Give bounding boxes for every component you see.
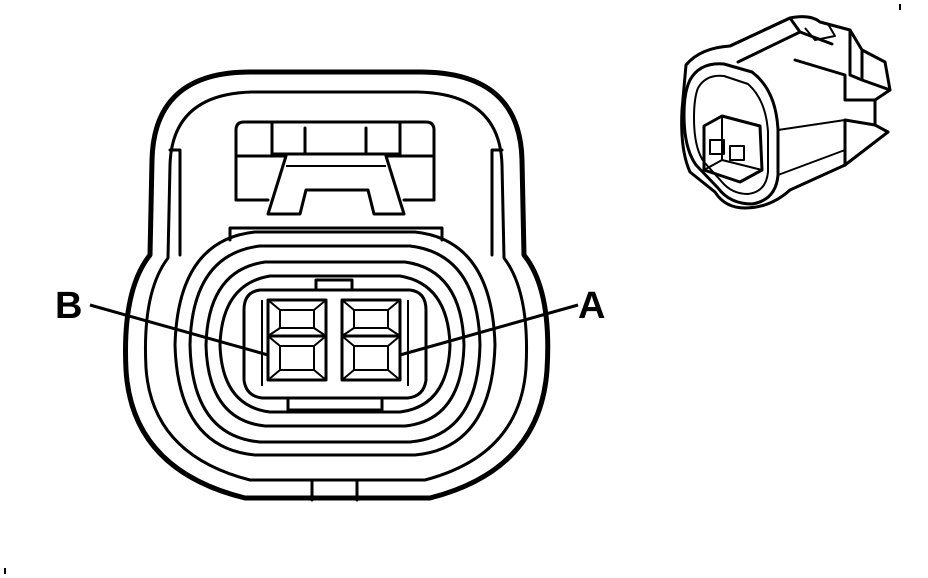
seal-shoulder (228, 226, 444, 242)
terminal-a-upper-inner (353, 309, 389, 329)
terminal-b-lower-outer (266, 334, 328, 382)
seal-ring-outer (173, 230, 497, 457)
iso-face-inner (693, 74, 769, 195)
cavity-lower-ledge (286, 396, 384, 412)
latch-ramp (234, 154, 436, 216)
bottom-notch (310, 478, 359, 502)
terminal-a-label: A (578, 285, 605, 327)
housing-inner-outline (144, 90, 528, 482)
latch-top-bar (270, 120, 402, 156)
terminal-b-label: B (55, 285, 82, 327)
terminal-b-upper-inner (279, 309, 315, 329)
cavity-key (314, 278, 354, 292)
terminal-cavity-body (242, 288, 428, 400)
terminal-a (340, 298, 402, 382)
latch-outer (234, 120, 436, 202)
terminal-cavity-inner (261, 300, 409, 386)
iso-latch (728, 16, 834, 64)
seal-ring-3 (204, 260, 466, 428)
terminal-b-lower-inner (279, 345, 315, 371)
terminal-a-lower-outer (340, 334, 402, 382)
iso-side-ribs (793, 28, 892, 167)
terminal-a-lower-inner (353, 345, 389, 371)
housing-outer-outline (123, 69, 551, 501)
iso-face-outer (682, 62, 780, 206)
connector-face-view (123, 69, 551, 502)
seal-ring-2 (188, 244, 482, 444)
leader-line-b (89, 303, 269, 357)
leader-line-a (399, 303, 579, 357)
right-side-rib (490, 148, 504, 257)
left-side-rib (168, 148, 182, 257)
iso-terminal-block (702, 114, 764, 184)
latch-crossbar (303, 126, 368, 156)
iso-body-outline (680, 15, 892, 210)
seal-ring-inner (218, 274, 452, 414)
connector-isometric-view (680, 15, 892, 210)
terminal-b (266, 298, 328, 382)
